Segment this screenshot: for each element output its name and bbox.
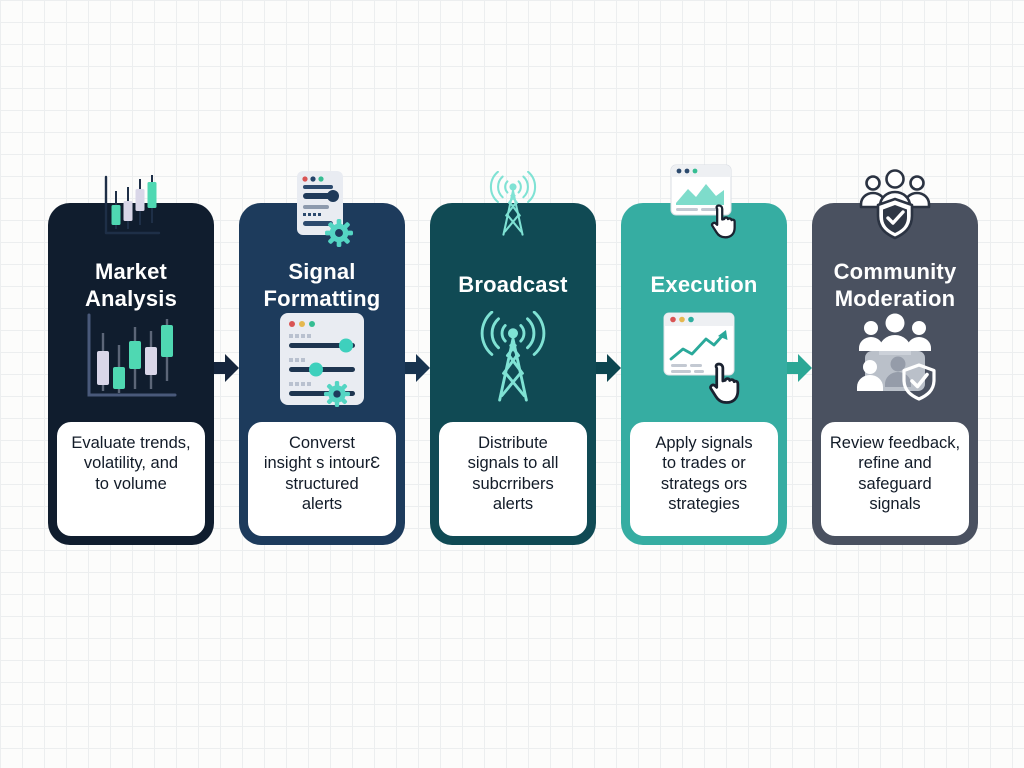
step-title: Community Moderation [833,258,957,312]
step-card-community-moderation: Community Moderation [812,169,978,545]
step-description-box: Distribute signals to all subcrribers al… [437,420,589,538]
step-card-signal-formatting: Signal Formatting Converst [239,171,405,545]
people-shield-icon [853,169,937,251]
step-description-box: Converst insight s intourƐ structured al… [246,420,398,538]
step-title: Signal Formatting [263,258,381,312]
step-title: Broadcast [458,272,568,298]
process-flow: Market Analysis [48,164,978,545]
step-description-box: Evaluate trends, volatility, and to volu… [55,420,207,538]
step-card-broadcast: Broadcast Distribute signals to all subc… [430,203,596,545]
sliders-gear-panel-icon [239,311,405,407]
step-description: Apply signals to trades or strategs ors … [655,434,753,514]
flow-arrow-icon [405,353,430,383]
step-card-execution: Execution Apply signals to trades or st [621,164,787,545]
step-description-box: Review feedback, refine and safeguard si… [819,420,971,538]
browser-chart-cursor-icon [667,163,741,241]
step-title: Market Analysis [84,258,178,312]
flow-arrow-icon [787,353,812,383]
candlestick-chart-icon [48,311,214,403]
radio-tower-icon [430,311,596,409]
people-shield-icon [812,311,978,405]
candlestick-chart-icon [99,173,163,239]
flow-arrow-icon [596,353,621,383]
browser-chart-cursor-icon [621,311,787,407]
step-card-market-analysis: Market Analysis [48,175,214,545]
step-description: Distribute signals to all subcrribers al… [467,434,559,514]
step-description-box: Apply signals to trades or strategs ors … [628,420,780,538]
document-gear-icon [289,169,355,249]
flow-arrow-icon [214,353,239,383]
radio-tower-icon [484,171,542,241]
step-description: Converst insight s intourƐ structured al… [263,434,381,514]
step-description: Review feedback, refine and safeguard si… [829,434,961,514]
step-title: Execution [650,272,758,298]
step-description: Evaluate trends, volatility, and to volu… [71,434,191,493]
